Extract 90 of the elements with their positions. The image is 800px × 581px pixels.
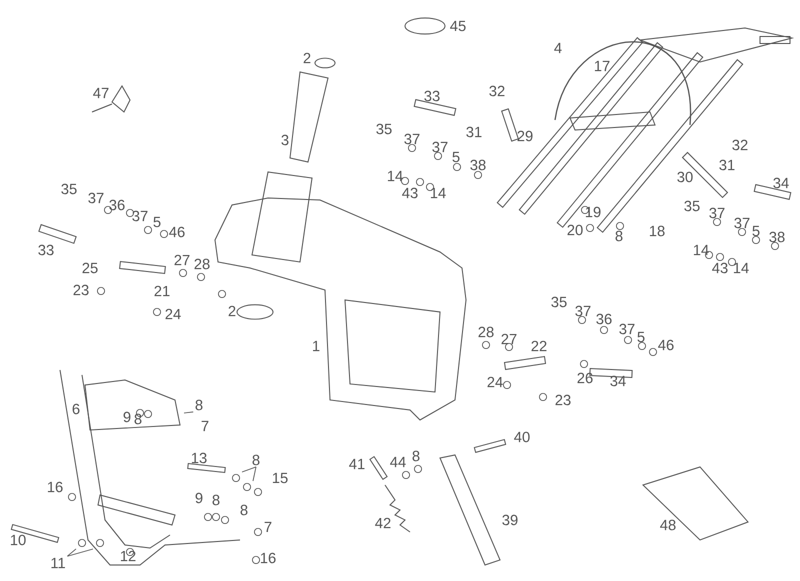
callout-number: 7: [202, 420, 208, 432]
callout-number: 37: [132, 210, 148, 222]
callout-number: 9: [196, 492, 202, 504]
callout-number: 8: [412, 450, 420, 462]
callout-number: 29: [518, 130, 532, 142]
callout-number: 14: [694, 244, 709, 256]
callout-number: 18: [650, 226, 665, 236]
leader-line: [252, 466, 256, 482]
callout-number: 14: [734, 262, 749, 274]
callout-number: 35: [684, 200, 700, 212]
callout-number: 2: [228, 306, 236, 316]
callout-number: 28: [194, 258, 210, 270]
callout-number: 33: [424, 90, 440, 102]
callout-number: 4: [554, 42, 562, 54]
callout-number: 7: [264, 522, 272, 532]
callout-number: 30: [677, 172, 693, 182]
callout-number: 20: [568, 224, 583, 236]
leader-line: [242, 466, 256, 472]
callout-number: 22: [532, 340, 546, 352]
callout-number: 26: [578, 372, 593, 384]
callout-number: 43: [712, 262, 728, 274]
leader-line: [66, 548, 94, 557]
callout-number: 23: [556, 394, 571, 406]
callout-number: 23: [74, 284, 89, 296]
callout-number: 36: [109, 200, 125, 210]
callout-number: 27: [174, 254, 190, 266]
callout-number: 32: [732, 140, 748, 150]
callout-number: 9: [124, 412, 130, 422]
callout-number: 47: [93, 88, 108, 98]
callout-number: 32: [489, 86, 504, 96]
callout-number: 3: [281, 134, 288, 146]
callout-number: 15: [272, 472, 288, 484]
callout-number: 12: [120, 550, 136, 562]
callout-number: 39: [502, 514, 518, 526]
callout-number: 14: [388, 170, 403, 182]
callout-number: 37: [734, 218, 750, 228]
callout-number: 8: [252, 454, 260, 466]
callout-number: 40: [514, 432, 530, 442]
callout-number: 21: [154, 286, 170, 296]
callout-number: 16: [48, 482, 63, 492]
callout-number: 44: [390, 456, 406, 468]
leader-line: [66, 548, 76, 557]
callout-number: 19: [586, 206, 600, 218]
callout-number: 38: [470, 160, 486, 170]
callout-number: 42: [375, 518, 390, 528]
callout-number: 11: [51, 558, 65, 568]
callout-number: 35: [61, 184, 77, 194]
callout-number: 1: [313, 340, 320, 352]
callout-number: 37: [575, 306, 590, 316]
callout-number: 35: [376, 124, 392, 134]
callout-number: 5: [752, 226, 760, 236]
callout-number: 8: [196, 400, 202, 410]
callout-number: 43: [402, 188, 418, 198]
callout-number: 27: [502, 334, 516, 344]
callout-number: 5: [452, 152, 460, 162]
callout-number: 28: [478, 326, 494, 338]
callout-number: 6: [72, 404, 80, 414]
callout-number: 34: [773, 178, 789, 188]
callout-number: 5: [154, 216, 160, 228]
callout-number: 8: [240, 504, 248, 516]
callout-number: 37: [709, 208, 724, 218]
callout-number: 35: [551, 296, 567, 308]
callout-number: 46: [169, 226, 185, 238]
callout-number: 24: [488, 376, 503, 388]
callout-number: 37: [619, 324, 634, 334]
leader-line: [184, 411, 194, 414]
callout-number: 13: [192, 452, 207, 464]
callout-number: 8: [212, 494, 220, 506]
callout-number: 31: [466, 126, 482, 138]
callout-number: 46: [658, 340, 674, 350]
callout-number: 37: [88, 192, 104, 204]
callout-number: 8: [134, 414, 142, 424]
callout-number: 45: [450, 20, 466, 32]
callout-number: 41: [349, 458, 364, 470]
callout-number: 48: [660, 520, 676, 530]
callout-number: 2: [304, 52, 310, 64]
callout-number: 10: [10, 534, 26, 546]
callout-number: 17: [594, 60, 610, 72]
callout-number: 37: [404, 134, 420, 144]
callout-number: 31: [719, 160, 734, 170]
callout-number: 24: [166, 308, 181, 320]
callout-number: 14: [430, 188, 446, 198]
callout-number: 8: [616, 230, 622, 242]
callout-number: 37: [432, 142, 448, 152]
callout-number: 25: [82, 262, 98, 274]
callout-number: 38: [769, 232, 785, 242]
callout-number: 36: [596, 314, 612, 324]
callout-number: 16: [260, 552, 276, 564]
callout-number: 33: [38, 244, 54, 256]
callout-number: 5: [638, 332, 644, 342]
